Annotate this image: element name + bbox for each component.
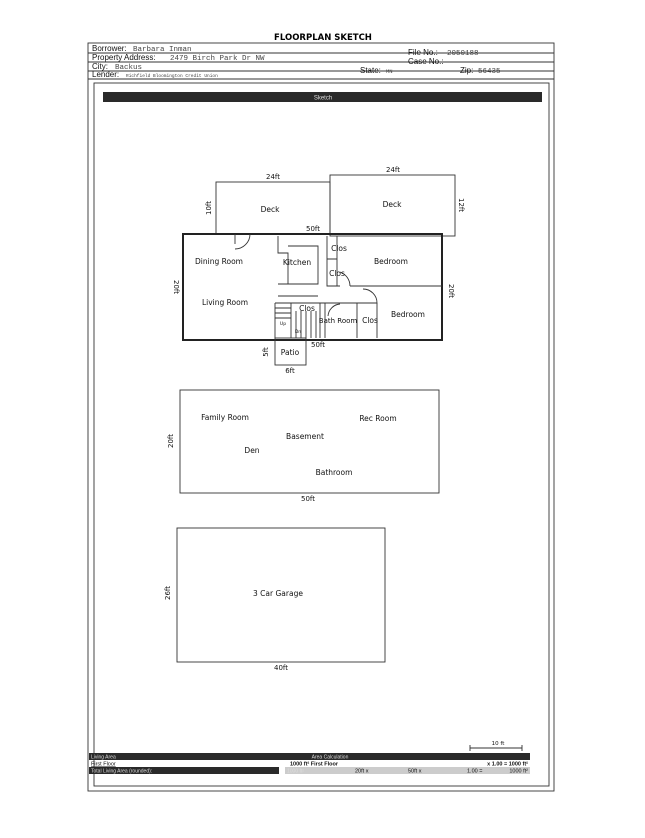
calc-result: 1000 ft²	[509, 769, 528, 775]
garage-plan: 3 Car Garage 26ft 40ft	[164, 527, 386, 672]
dimension: 50ft	[311, 341, 325, 349]
address-label: Property Address:	[92, 53, 156, 62]
file-label: File No.:	[408, 48, 438, 57]
room-label: Patio	[281, 348, 300, 357]
dimension: 6ft	[285, 367, 295, 375]
file-value: 2050188	[447, 50, 479, 58]
sketch-bar-label: Sketch	[314, 96, 332, 102]
room-label: 3 Car Garage	[253, 589, 303, 598]
room-label: Bath Room	[319, 317, 358, 325]
calc-factor: 1.00 =	[467, 769, 482, 775]
sketch-frame	[93, 82, 550, 787]
zip-value: 56435	[478, 68, 501, 76]
dimension: 40ft	[274, 664, 288, 672]
room-label: Deck	[261, 205, 281, 214]
dimension: 12ft	[457, 198, 465, 212]
document-title: FLOORPLAN SKETCH	[274, 33, 372, 43]
first-floor-plan	[182, 174, 456, 366]
dimension: 20ft	[167, 434, 175, 448]
stairs-up-label: Up	[280, 321, 286, 327]
first-floor-label: First Floor	[91, 762, 116, 768]
calc-length: 50ft x	[408, 769, 422, 775]
room-label: Bathroom	[316, 468, 353, 477]
first-floor-labels: Deck Deck Dining Room Kitchen Clos Clos …	[172, 166, 465, 375]
page-border	[87, 42, 555, 792]
zip-label: Zip:	[460, 66, 473, 75]
state-value: MN	[386, 68, 393, 75]
area-calculation-header: Area Calculation	[312, 755, 349, 761]
header-fields: Borrower: Barbara Inman Property Address…	[87, 42, 555, 792]
borrower-label: Borrower:	[92, 44, 127, 53]
room-label: Clos	[331, 244, 347, 253]
lender-label: Lender:	[92, 70, 119, 79]
city-label: City:	[92, 62, 108, 71]
dimension: 10ft	[205, 201, 213, 215]
sketch-bar	[103, 92, 542, 102]
deck-right	[329, 174, 456, 237]
room-label: Bedroom	[374, 257, 408, 266]
room-label: Bedroom	[391, 310, 425, 319]
lender-value: Richfield Bloomington Credit Union	[126, 73, 218, 79]
room-label: Clos	[299, 304, 315, 313]
dimension: 50ft	[306, 225, 320, 233]
total-living-area-value: 1000 ft²	[287, 769, 304, 775]
patio	[274, 337, 307, 366]
dimension: 20ft	[172, 280, 180, 294]
scale-bar: 10 ft	[469, 741, 523, 751]
address-value: 2479 Birch Park Dr NW	[170, 55, 265, 63]
dimension: 5ft	[262, 347, 270, 357]
dimension: 26ft	[164, 586, 172, 600]
dimension: 50ft	[301, 495, 315, 503]
scale-label: 10 ft	[492, 741, 506, 747]
room-label: Basement	[286, 432, 324, 441]
basement-outline	[179, 389, 440, 494]
borrower-value: Barbara Inman	[133, 46, 192, 54]
dimension: 20ft	[447, 284, 455, 298]
case-label: Case No.:	[408, 57, 444, 66]
room-label: Kitchen	[283, 258, 311, 267]
living-area-header: Living Area	[91, 755, 116, 761]
basement-plan: Family Room Rec Room Basement Den Bathro…	[167, 389, 440, 503]
room-label: Rec Room	[359, 414, 396, 423]
state-label: State:	[360, 66, 381, 75]
stairs-down-label: Dn	[295, 329, 301, 335]
area-calculation-table: Living Area Area Calculation First Floor…	[89, 753, 530, 775]
multiplier: x 1.00 = 1000 ft²	[487, 761, 528, 768]
room-label: Clos	[329, 269, 345, 278]
room-label: Clos	[362, 316, 378, 325]
first-floor-area: 1000 ft² First Floor	[290, 761, 339, 768]
room-label: Den	[244, 446, 259, 455]
garage-outline	[176, 527, 386, 663]
city-value: Backus	[115, 64, 142, 72]
room-label: Family Room	[201, 413, 249, 422]
room-label: Deck	[383, 200, 403, 209]
dimension: 24ft	[266, 173, 280, 181]
dimension: 24ft	[386, 166, 400, 174]
calc-width: 20ft x	[355, 769, 369, 775]
room-label: Dining Room	[195, 257, 243, 266]
first-floor-outline	[182, 233, 443, 341]
total-living-area-label: Total Living Area (rounded):	[91, 769, 152, 775]
room-label: Living Room	[202, 298, 248, 307]
